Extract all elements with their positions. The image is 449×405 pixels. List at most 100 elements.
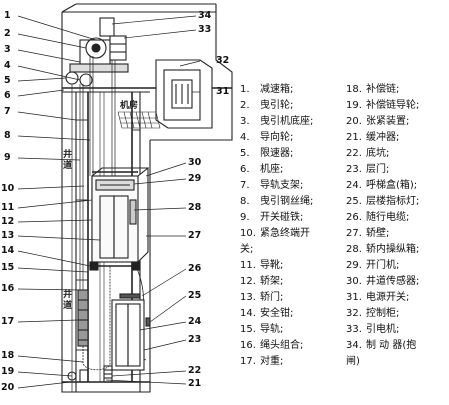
legend-text: 随行电缆; [366,212,410,223]
legend-num: 5. [240,148,250,159]
shaft-label-lower: 井道 [63,290,73,311]
legend-text: 闸) [346,356,360,367]
legend-num: 34. [346,340,362,351]
legend-text: 层门; [366,164,390,175]
legend-text: 开关碰铁; [260,212,304,223]
callout-22: 22 [188,365,202,376]
legend-text: 引电机; [366,324,400,335]
legend-num: 22. [346,148,362,159]
callout-20: 20 [1,382,15,393]
callout-26: 26 [188,263,202,274]
legend-text: 安全钳; [260,308,294,319]
callout-13: 13 [1,230,15,241]
shaft-label-upper: 井道 [63,150,73,171]
legend-item: 2. 曳引轮; [240,100,293,112]
legend-num: 21. [346,132,362,143]
callout-2: 2 [4,28,11,39]
legend-text: 井道传感器; [366,276,420,287]
legend-text: 导轨支架; [260,180,304,191]
legend-item: 29.开门机; [346,260,399,272]
legend-item: 11. 导靴; [240,260,283,272]
legend-text: 轿壁; [366,228,390,239]
callout-27: 27 [188,230,202,241]
legend-item: 32.控制柜; [346,308,399,320]
legend-text: 轿门; [260,292,284,303]
callout-21: 21 [188,378,202,389]
callout-3: 3 [4,44,11,55]
callout-32: 32 [216,55,230,66]
legend-item: 23.层门; [346,164,389,176]
legend-num: 24. [346,180,362,191]
legend-text: 轿架; [260,276,284,287]
legend-num: 2. [240,100,250,111]
callout-7: 7 [4,106,11,117]
legend-item: 20.张紧装置; [346,116,409,128]
legend-num: 30. [346,276,362,287]
legend-item: 22. 底坑; [346,148,389,160]
legend-num: 32. [346,308,362,319]
legend-item: 31.电源开关; [346,292,409,304]
callout-16: 16 [1,283,15,294]
legend-num: 11. [240,260,256,271]
control-cabinet [155,59,213,129]
legend-num: 29. [346,260,362,271]
buffers [67,365,113,383]
legend-item: 9.开关碰铁; [240,212,303,224]
legend-text: 导向轮; [260,132,294,143]
callout-leaders-right [105,15,201,385]
callout-31: 31 [216,86,230,97]
legend-num: 4. [240,132,250,143]
legend-num: 8. [240,196,250,207]
callout-15: 15 [1,262,15,273]
legend-item: 14. 安全钳; [240,308,293,320]
legend-item: 10. 紧急终端开 [240,228,310,240]
legend-text: 底坑; [366,148,390,159]
legend-item: 18. 补偿链; [346,84,399,96]
legend-text: 关; [240,244,254,255]
callout-33: 33 [198,24,212,35]
callout-25: 25 [188,290,202,301]
legend-num: 3. [240,116,250,127]
legend-num: 13. [240,292,256,303]
callout-11: 11 [1,202,15,213]
callout-28: 28 [188,202,202,213]
legend-text: 导靴; [260,260,284,271]
legend-num: 20. [346,116,362,127]
legend-text: 补偿链; [366,84,400,95]
callout-8: 8 [4,130,11,141]
legend-text: 绳头组合; [260,340,304,351]
legend-item: 15.导轨; [240,324,283,336]
legend-item: 33. 引电机; [346,324,399,336]
legend-text: 紧急终端开 [260,228,310,239]
legend-num: 10. [240,228,256,239]
callout-14: 14 [1,245,15,256]
callout-6: 6 [4,90,11,101]
legend-item: 4. 导向轮; [240,132,293,144]
legend-item: 27.轿壁; [346,228,389,240]
legend-item: 13. 轿门; [240,292,283,304]
legend-item: 34. 制 动 器(抱 [346,340,416,352]
legend-num: 16. [240,340,256,351]
legend-item: 7. 导轨支架; [240,180,303,192]
legend-text: 缓冲器; [366,132,400,143]
legend-num: 31. [346,292,362,303]
legend-num: 18. [346,84,362,95]
callout-23: 23 [188,334,202,345]
legend-text: 对重; [260,356,284,367]
legend-item: 6.机座; [240,164,283,176]
floor-grating [117,111,161,129]
legend-text: 曳引钢丝绳; [260,196,314,207]
legend-text: 制 动 器(抱 [366,340,417,351]
legend-item: 8. 曳引钢丝绳; [240,196,313,208]
legend-text: 减速箱; [260,84,294,95]
legend-item: 闸) [346,356,360,368]
legend-item: 1.减速箱; [240,84,293,96]
legend-text: 曳引机底座; [260,116,314,127]
legend-num: 7. [240,180,250,191]
legend-item: 25.层楼指标灯; [346,196,419,208]
legend-text: 曳引轮; [260,100,294,111]
legend-num: 33. [346,324,362,335]
legend-num: 19. [346,100,362,111]
legend-num: 14. [240,308,256,319]
callout-29: 29 [188,173,202,184]
